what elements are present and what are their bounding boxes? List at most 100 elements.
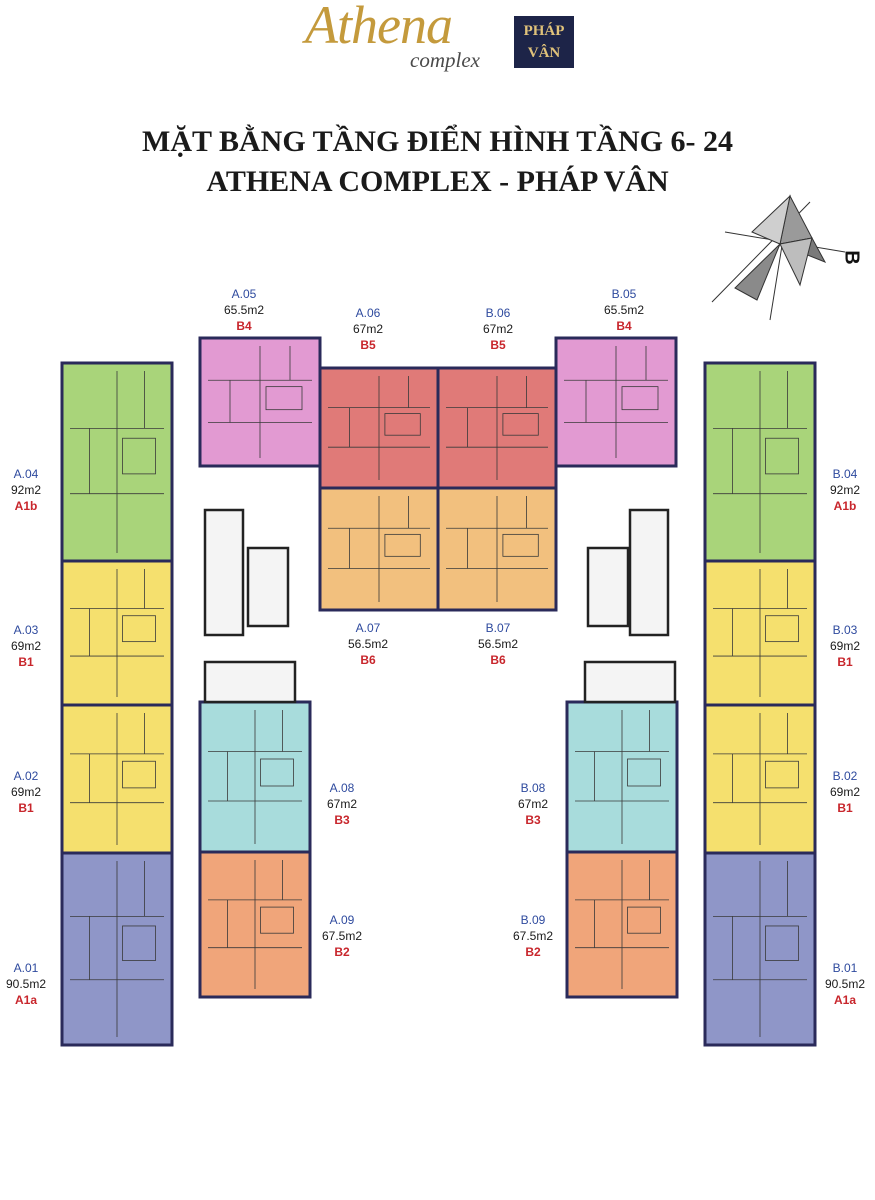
unit-type: A1b [14,499,38,513]
logo-badge: PHÁP VÂN [514,16,574,68]
unit-rooms-a-06 [328,376,430,480]
title-line1: MẶT BẰNG TẦNG ĐIỂN HÌNH TẦNG 6- 24 [142,125,733,158]
unit-code: B.06 [485,306,511,320]
core-structure-5 [583,660,677,704]
unit-code: B.09 [520,913,546,927]
unit-area: 90.5m2 [5,977,47,991]
unit-rooms-b-07 [446,496,548,602]
core-structure-4 [586,546,630,628]
unit-code: A.01 [13,961,39,975]
unit-area: 92m2 [10,483,42,497]
unit-code: A.04 [13,467,39,481]
unit-type: B4 [616,319,632,333]
unit-area: 69m2 [10,785,42,799]
unit-rooms-b-02 [713,713,807,845]
unit-rooms-a-02 [70,713,164,845]
unit-area: 69m2 [829,785,861,799]
logo-badge-line1: PHÁP [523,23,565,39]
core-structure-2 [203,660,297,704]
unit-area: 67.5m2 [512,929,554,943]
unit-type: A1a [833,993,856,1007]
unit-type: B1 [837,801,853,815]
unit-rooms-b-03 [713,569,807,697]
athena-logo: Athena complex PHÁP VÂN [0,0,875,80]
unit-rooms-b-01 [713,861,807,1037]
unit-area: 56.5m2 [347,637,389,651]
unit-rooms-a-07 [328,496,430,602]
unit-code: A.09 [329,913,355,927]
unit-rooms-b-06 [446,376,548,480]
unit-area: 56.5m2 [477,637,519,651]
compass-letter: B [840,250,863,265]
logo-badge-line2: VÂN [527,45,561,61]
logo-script: Athena [305,0,453,55]
unit-type: A1b [833,499,857,513]
unit-area: 67m2 [326,797,358,811]
page-title: MẶT BẰNG TẦNG ĐIỂN HÌNH TẦNG 6- 24 ATHEN… [0,122,875,202]
unit-area: 69m2 [829,639,861,653]
unit-type: B1 [837,655,853,669]
unit-type: B6 [360,653,376,667]
unit-area: 67m2 [482,322,514,336]
unit-type: B1 [18,801,34,815]
unit-type: B4 [236,319,252,333]
unit-code: A.08 [329,781,355,795]
unit-rooms-a-09 [208,860,302,989]
unit-rooms-b-08 [575,710,669,844]
logo-sub: complex [410,48,480,72]
unit-area: 65.5m2 [223,303,265,317]
unit-area: 69m2 [10,639,42,653]
unit-code: B.03 [832,623,858,637]
unit-code: A.06 [355,306,381,320]
core-structure-3 [628,508,670,637]
unit-code: B.04 [832,467,858,481]
unit-code: A.02 [13,769,39,783]
unit-area: 67m2 [352,322,384,336]
title-line2: ATHENA COMPLEX - PHÁP VÂN [206,165,669,198]
unit-area: 92m2 [829,483,861,497]
unit-rooms-a-04 [70,371,164,553]
compass-icon [711,194,846,321]
unit-rooms-a-08 [208,710,302,844]
unit-code: B.02 [832,769,858,783]
unit-area: 65.5m2 [603,303,645,317]
unit-area: 67.5m2 [321,929,363,943]
unit-code: B.08 [520,781,546,795]
unit-type: B2 [525,945,541,959]
unit-code: B.07 [485,621,511,635]
core-structure-0 [203,508,245,637]
unit-code: A.03 [13,623,39,637]
unit-type: B5 [490,338,506,352]
unit-code: A.07 [355,621,381,635]
unit-code: B.01 [832,961,858,975]
unit-rooms-a-03 [70,569,164,697]
core-structure-1 [246,546,290,628]
unit-type: B1 [18,655,34,669]
unit-code: B.05 [611,287,637,301]
unit-rooms-b-05 [564,346,668,458]
unit-rooms-a-05 [208,346,312,458]
unit-type: B3 [525,813,541,827]
unit-area: 90.5m2 [824,977,866,991]
unit-type: A1a [14,993,37,1007]
unit-area: 67m2 [517,797,549,811]
unit-rooms-a-01 [70,861,164,1037]
unit-rooms-b-04 [713,371,807,553]
unit-type: B3 [334,813,350,827]
